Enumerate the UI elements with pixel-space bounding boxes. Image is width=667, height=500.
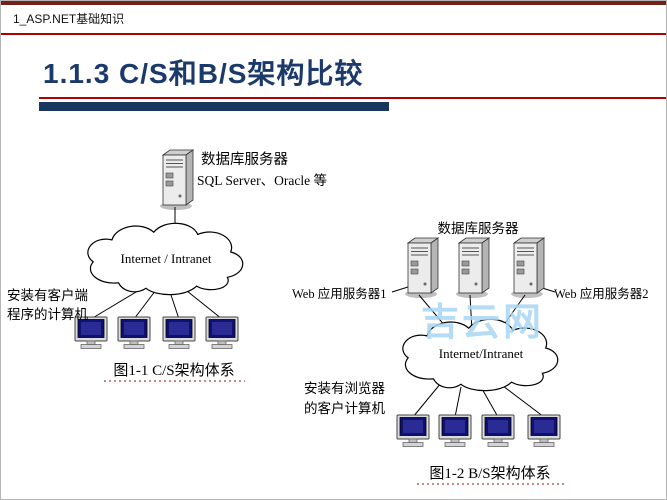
page-title: 1.1.3 C/S和B/S架构比较 [43,58,364,89]
bs-web-server-icon [455,237,490,299]
cs-db-server-detail: SQL Server、Oracle 等 [197,172,327,188]
bs-web-server1-label: Web 应用服务器1 [292,286,386,301]
cs-client-label-line2: 程序的计算机 [7,307,88,322]
cs-figure-caption: 图1-1 C/S架构体系 [113,362,234,379]
title-underline-blue-bar [39,102,389,111]
bs-cloud-label: Internet/Intranet [439,346,524,361]
bs-client-monitor-icon [396,414,430,447]
bs-web-server-icon [510,237,545,299]
top-accent-bar [1,1,666,5]
bs-client-label-line2: 的客户计算机 [304,400,385,416]
cs-client-monitor-icon [205,316,239,349]
bs-figure-caption: 图1-2 B/S架构体系 [429,465,550,482]
cs-client-monitor-icon [117,316,151,349]
bs-diagram: 数据库服务器 Web 应用服务器1 Web 应用服务器2 Internet/In… [292,221,648,485]
title-underline-red [39,97,666,99]
slide-header-title: 1_ASP.NET基础知识 [13,12,125,26]
bs-client-monitor-icon [438,414,472,447]
bs-client-label-line1: 安装有浏览器 [304,381,385,396]
bs-web-server2-label: Web 应用服务器2 [554,286,648,301]
bs-web-server-icon [404,237,439,299]
bs-client-monitor-icon [481,414,515,447]
cs-client-label-line1: 安装有客户端 [7,287,88,303]
bs-db-server-label: 数据库服务器 [438,221,519,236]
cs-db-server-label: 数据库服务器 [201,151,288,168]
cs-client-monitor-icon [162,316,196,349]
header-divider-line [1,33,666,35]
cs-diagram: 数据库服务器 SQL Server、Oracle 等 Internet / In… [7,149,327,382]
bs-client-monitor-icon [527,414,561,447]
cs-database-server-icon [159,149,194,211]
cs-cloud-label: Internet / Intranet [121,251,212,266]
